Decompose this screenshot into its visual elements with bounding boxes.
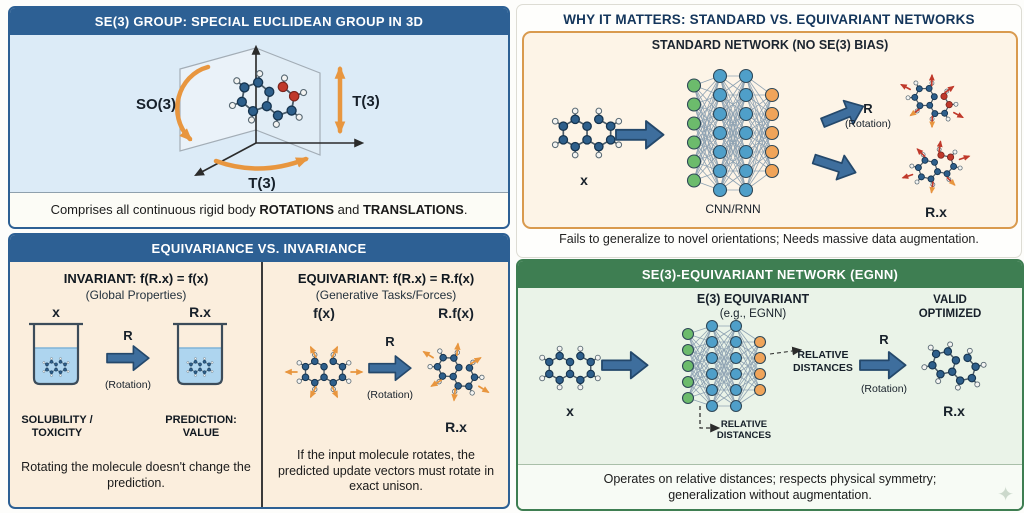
output-block-arrow-bottom: [809, 146, 861, 186]
output-rx-label: R.x: [189, 304, 211, 320]
t3-vertical-label: T(3): [352, 93, 380, 110]
equivariant-network-graphic: [681, 319, 767, 413]
equivariant-caption: If the input molecule rotates, the predi…: [277, 448, 495, 494]
invariant-column: INVARIANT: f(R.x) = f(x) (Global Propert…: [10, 262, 262, 507]
output-rx-label: R.x: [943, 403, 965, 419]
rotation-r-label: R: [879, 332, 889, 347]
rotation-block-arrow: [368, 355, 412, 382]
input-block-arrow: [615, 120, 665, 150]
caption-segment: .: [463, 202, 468, 217]
bottom-distances-line1: RELATIVE: [721, 419, 767, 430]
caption-bold-translations: TRANSLATIONS: [362, 202, 464, 217]
rotation-block-arrow: [859, 351, 907, 380]
fx-label: f(x): [313, 305, 335, 321]
standard-network-box: STANDARD NETWORK (NO SE(3) BIAS) x CNN/R…: [522, 31, 1018, 229]
equivariant-subheading: (Generative Tasks/Forces): [315, 288, 457, 302]
input-x-label: x: [566, 403, 574, 419]
panel-se3-group: SE(3) GROUP: SPECIAL EUCLIDEAN GROUP IN …: [8, 6, 510, 229]
rotation-r-label: R: [863, 101, 873, 116]
neural-network-graphic: [686, 68, 780, 198]
t3-horizontal-label: T(3): [248, 175, 276, 192]
input-molecule: [551, 107, 623, 159]
panel-standard-network: WHY IT MATTERS: STANDARD VS. EQUIVARIANT…: [516, 4, 1022, 258]
output-molecule: [917, 335, 991, 397]
relative-distances-dashed-arrow: [699, 406, 721, 433]
invariant-diagram: x R (Rotation) R.x: [10, 304, 262, 391]
rx-label: R.x: [445, 419, 467, 435]
rotation-r-label: R: [123, 328, 133, 343]
prediction-value-label: PREDICTION: VALUE: [165, 414, 237, 440]
caption-bold-rotations: ROTATIONS: [259, 202, 335, 217]
axes-3d: [194, 44, 365, 177]
se3-diagram: SO(3) T(3) T(3): [136, 44, 380, 192]
so3-label: SO(3): [136, 96, 176, 113]
valid-label-line1: VALID: [933, 294, 967, 306]
so3-rotation-arrow: [174, 64, 211, 142]
invariant-heading: INVARIANT: f(R.x) = f(x): [63, 271, 209, 286]
t3-horizontal-arrow: [213, 156, 310, 171]
rotation-sublabel: (Rotation): [367, 389, 413, 401]
equivariant-heading: EQUIVARIANT: f(R.x) = R.f(x): [297, 271, 475, 286]
molecule-3d: [226, 65, 310, 133]
caption-segment: Comprises all continuous rigid body: [50, 202, 260, 217]
rotation-sublabel: (Rotation): [845, 118, 891, 130]
molecule-with-force-arrows: [286, 347, 361, 396]
solubility-toxicity-label: SOLUBILITY / TOXICITY: [21, 414, 93, 440]
side-distances-line1: RELATIVE: [797, 349, 848, 361]
egnn-panel-title: SE(3)-EQUIVARIANT NETWORK (EGNN): [518, 261, 1022, 288]
input-x-label: x: [52, 304, 60, 320]
input-molecule: [538, 345, 602, 391]
relative-distances-pointer-top: [769, 346, 803, 356]
rotation-block-arrow: [106, 345, 150, 372]
rotated-molecule-with-force-arrows: [411, 331, 501, 413]
invariant-caption: Rotating the molecule doesn't change the…: [21, 460, 251, 490]
caption-segment: and: [334, 202, 363, 217]
se3-caption: Comprises all continuous rigid body ROTA…: [10, 192, 508, 227]
panel-equivariance: EQUIVARIANCE VS. INVARIANCE INVARIANT: f…: [8, 233, 510, 509]
panel-egnn: SE(3)-EQUIVARIANT NETWORK (EGNN) E(3) EQ…: [516, 259, 1024, 511]
rotation-r-label: R: [385, 334, 395, 349]
why-it-matters-title: WHY IT MATTERS: STANDARD VS. EQUIVARIANT…: [563, 12, 975, 27]
equivariant-column: EQUIVARIANT: f(R.x) = R.f(x) (Generative…: [264, 262, 508, 507]
output-rx-label: R.x: [925, 204, 947, 220]
input-block-arrow: [601, 351, 649, 380]
rotation-sublabel: (Rotation): [105, 379, 151, 391]
failed-output-molecule-bottom: [896, 135, 976, 199]
standard-network-box-title: STANDARD NETWORK (NO SE(3) BIAS): [651, 38, 889, 52]
egnn-diagram: E(3) EQUIVARIANT (e.g., EGNN) VALID OPTI…: [538, 292, 991, 441]
valid-label-line2: OPTIMIZED: [919, 308, 982, 320]
input-beaker: [29, 324, 83, 384]
rfx-label: R.f(x): [438, 305, 474, 321]
failed-output-molecule-top: [891, 65, 973, 137]
sparkle-icon: ✦: [997, 484, 1014, 506]
equivariant-diagram: f(x) R (Rotation) R.f(x) R.x: [264, 305, 508, 435]
se3-panel-title: SE(3) GROUP: SPECIAL EUCLIDEAN GROUP IN …: [10, 8, 508, 35]
egnn-caption: Operates on relative distances; respects…: [518, 464, 1022, 509]
network-label: CNN/RNN: [705, 202, 760, 216]
standard-network-diagram: x CNN/RNN R (Rotation) R.x: [551, 55, 1014, 220]
equivariance-panel-title: EQUIVARIANCE VS. INVARIANCE: [10, 235, 508, 262]
column-divider: [261, 262, 263, 507]
egnn-network-subtitle: (e.g., EGNN): [720, 308, 787, 320]
bottom-distances-line2: DISTANCES: [717, 430, 771, 441]
plane-wireframe: [179, 47, 321, 156]
side-distances-line2: DISTANCES: [793, 362, 853, 374]
output-beaker: [173, 324, 227, 384]
egnn-network-title: E(3) EQUIVARIANT: [697, 292, 810, 306]
standard-network-caption: Fails to generalize to novel orientation…: [559, 232, 979, 246]
input-x-label: x: [580, 172, 588, 188]
invariant-subheading: (Global Properties): [85, 288, 187, 302]
rotation-sublabel: (Rotation): [861, 383, 907, 395]
